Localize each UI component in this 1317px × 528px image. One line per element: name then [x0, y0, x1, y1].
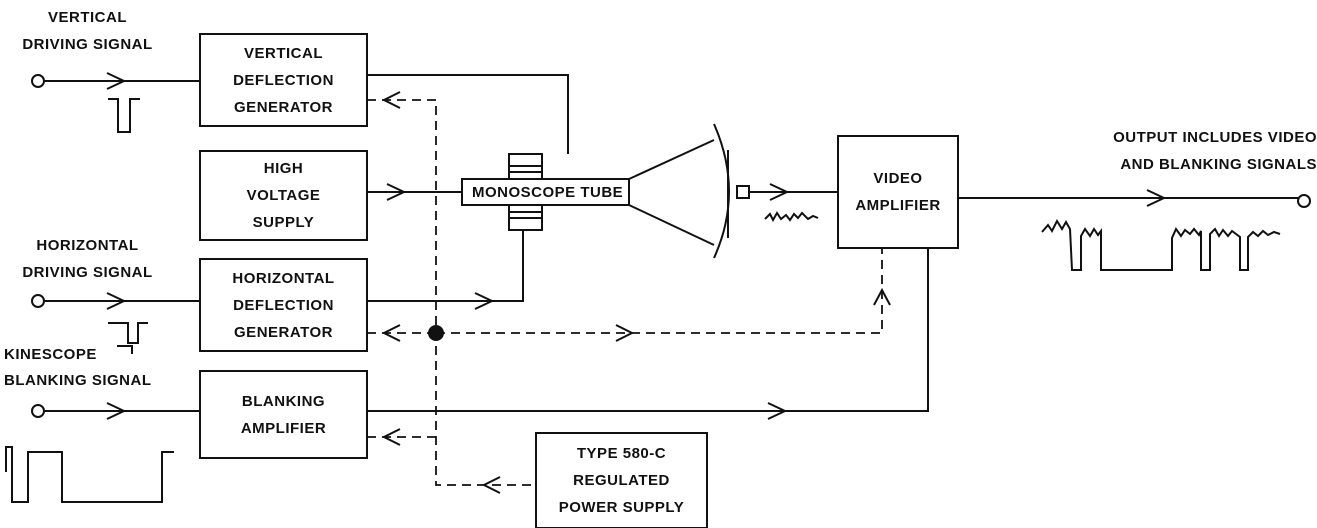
vertical-deflection-label: VERTICAL DEFLECTION GENERATOR [200, 34, 367, 126]
vertical-input-terminal-icon [31, 74, 45, 88]
horizontal-deflection-box [199, 258, 368, 352]
label-line: KINESCOPE [4, 346, 97, 363]
blanking-waveform [5, 446, 174, 503]
monoscope-tube-icon [461, 123, 750, 259]
power-distribution-wires [367, 99, 883, 486]
label-line: TYPE 580-C [576, 445, 667, 462]
label-line: VIDEO [873, 170, 923, 187]
horizontal-input-terminal-icon [31, 294, 45, 308]
label-line: DRIVING SIGNAL [22, 36, 153, 53]
blanking-amplifier-box [199, 370, 368, 459]
label-line: BLANKING [241, 392, 326, 410]
output-terminal-icon [1297, 194, 1311, 208]
high-voltage-label: HIGH VOLTAGE SUPPLY [200, 151, 367, 240]
power-supply-label: TYPE 580-C REGULATED POWER SUPPLY [536, 433, 707, 528]
label-line: AND BLANKING SIGNALS [1120, 156, 1317, 173]
waveforms [5, 98, 1281, 503]
junction-dot-icon [428, 325, 444, 341]
label-line: HIGH [263, 160, 304, 177]
output-composite-waveform [1041, 218, 1281, 271]
label-line: AMPLIFIER [240, 419, 327, 437]
horizontal-deflection-label: HORIZONTAL DEFLECTION GENERATOR [200, 259, 367, 351]
label-line: DEFLECTION [233, 296, 334, 314]
label-line: HORIZONTAL [36, 237, 139, 254]
horizontal-pulse-waveform [108, 322, 148, 354]
power-supply-box [535, 432, 708, 528]
label-line: BLANKING SIGNAL [4, 372, 152, 389]
label-line: AMPLIFIER [855, 197, 941, 214]
blanking-amplifier-label: BLANKING AMPLIFIER [200, 371, 367, 458]
label-line: VERTICAL [244, 44, 323, 62]
output-label: OUTPUT INCLUDES VIDEO AND BLANKING SIGNA… [1022, 124, 1317, 178]
label-line: GENERATOR [234, 323, 333, 341]
label-line: VOLTAGE [246, 187, 321, 204]
label-line: OUTPUT INCLUDES VIDEO [1113, 129, 1317, 146]
vertical-input-label: VERTICAL DRIVING SIGNAL [0, 4, 175, 58]
label-line: REGULATED [573, 472, 670, 489]
high-voltage-box [199, 150, 368, 241]
blanking-input-terminal-icon [31, 404, 45, 418]
horizontal-input-label: HORIZONTAL DRIVING SIGNAL [0, 232, 175, 286]
kinescope-input-label: KINESCOPE BLANKING SIGNAL [4, 342, 204, 394]
vertical-pulse-waveform [108, 98, 140, 133]
label-line: VERTICAL [48, 9, 127, 26]
video-waveform-small [764, 211, 819, 223]
video-amplifier-label: VIDEO AMPLIFIER [838, 136, 958, 248]
monoscope-tube-label: MONOSCOPE TUBE [472, 184, 624, 201]
label-line: GENERATOR [234, 98, 333, 116]
label-line: POWER SUPPLY [558, 499, 685, 516]
label-line: HORIZONTAL [232, 269, 335, 287]
label-line: SUPPLY [252, 214, 315, 231]
arrowheads [106, 72, 1167, 494]
label-line: DRIVING SIGNAL [22, 264, 153, 281]
label-line: DEFLECTION [233, 71, 334, 89]
